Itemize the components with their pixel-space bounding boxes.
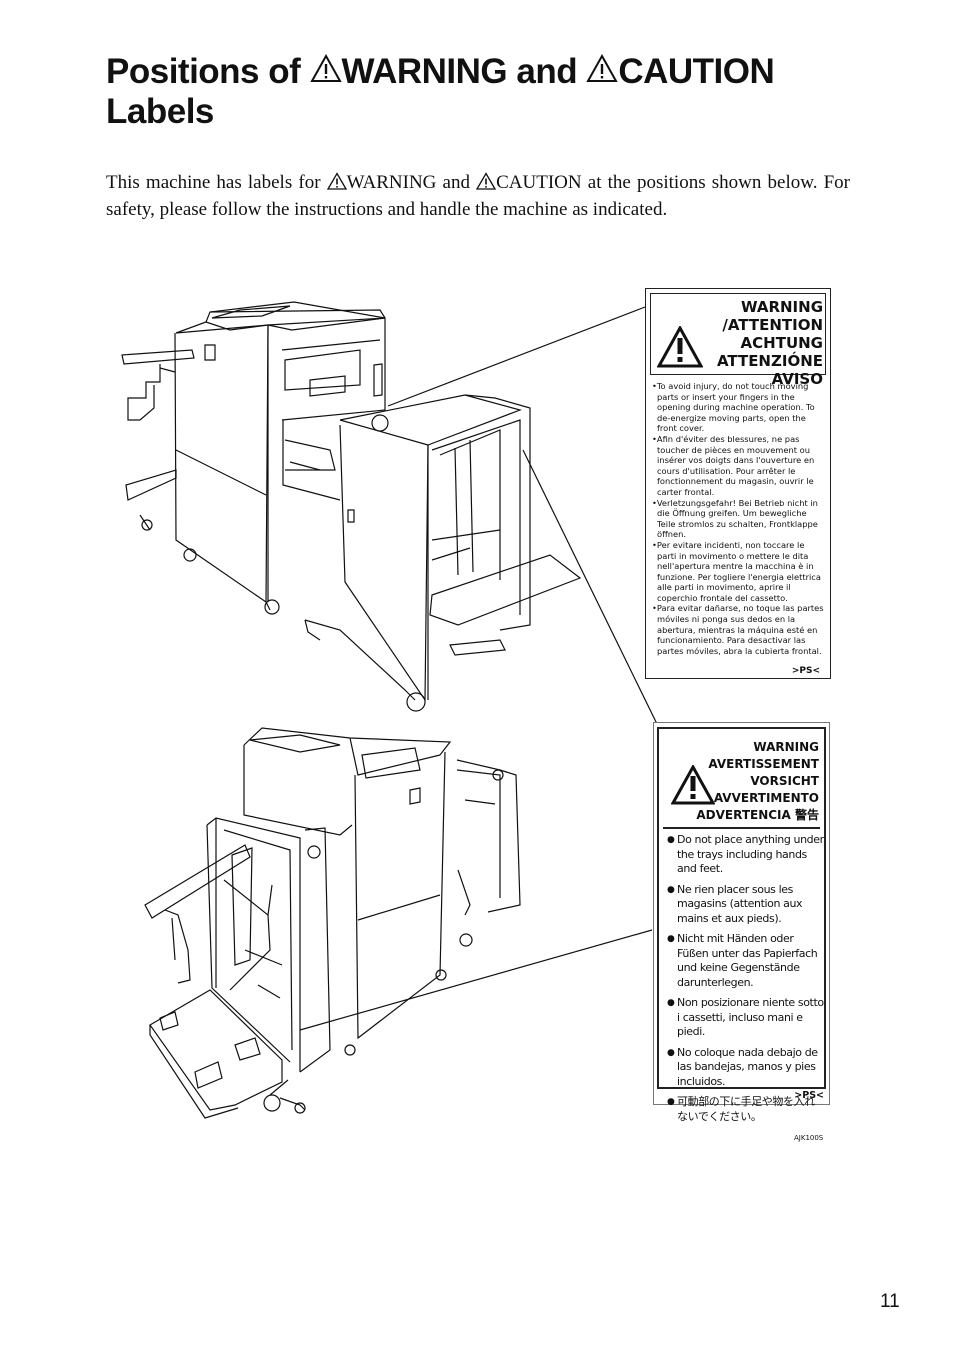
label-code: >PS<	[794, 1090, 824, 1101]
page-number: 11	[880, 1291, 900, 1312]
title-part-2: WARNING and	[341, 52, 587, 91]
warning-label-bottom: WARNING AVERTISSEMENT VORSICHT AVVERTIME…	[653, 722, 830, 1123]
leader-line	[299, 929, 653, 1031]
warning-label-bottom-text: Do not place anything under the trays in…	[667, 833, 825, 1130]
warning-label-top-text: •To avoid injury, do not touch moving pa…	[649, 381, 825, 656]
warning-label-bottom-frame: WARNING AVERTISSEMENT VORSICHT AVVERTIME…	[657, 727, 826, 1123]
page-title: Positions of WARNING and CAUTION Labels	[106, 52, 866, 132]
warning-label-top: WARNING /ATTENTION ACHTUNG ATTENZIÓNE AV…	[645, 288, 831, 679]
intro-text-1: This machine has labels for	[106, 172, 327, 193]
intro-text-2: WARNING and	[346, 172, 477, 193]
warning-triangle-icon	[326, 172, 347, 197]
warning-label-bottom-languages: WARNING AVERTISSEMENT VORSICHT AVVERTIME…	[696, 740, 819, 822]
exclamation-triangle-icon	[670, 763, 716, 809]
machine-bottom	[144, 727, 521, 1119]
caution-triangle-icon	[475, 172, 497, 197]
leader-line	[522, 449, 658, 725]
exclamation-triangle-icon	[656, 324, 704, 372]
caution-triangle-icon	[586, 52, 619, 92]
title-part-1: Positions of	[106, 52, 310, 91]
divider	[663, 827, 820, 829]
figure-code: AJK100S	[794, 1134, 824, 1142]
label-item: Nicht mit Händen oder Füßen unter das Pa…	[667, 932, 825, 990]
warning-label-top-languages: WARNING /ATTENTION ACHTUNG ATTENZIÓNE AV…	[716, 298, 823, 388]
label-item: •Afin d'éviter des blessures, ne pas tou…	[652, 433, 815, 497]
leader-line	[387, 306, 646, 407]
warning-triangle-icon	[309, 52, 342, 92]
label-item: 可動部の下に手足や物を入れないでください。	[667, 1095, 825, 1124]
label-item: •Para evitar dañarse, no toque las parte…	[652, 603, 824, 656]
label-item: •To avoid injury, do not touch moving pa…	[652, 381, 815, 434]
label-item: •Per evitare incidenti, non toccare le p…	[652, 539, 821, 603]
intro-paragraph: This machine has labels for WARNING and …	[106, 170, 850, 222]
label-code: >PS<	[791, 666, 820, 676]
label-item: Ne rien placer sous les magasins (attent…	[667, 883, 825, 927]
label-item: •Verletzungsgefahr! Bei Betrieb nicht in…	[652, 497, 818, 540]
machine-top	[121, 301, 582, 712]
title-line-2: Labels	[106, 92, 214, 131]
label-item: Do not place anything under the trays in…	[667, 833, 825, 877]
warning-label-top-header: WARNING /ATTENTION ACHTUNG ATTENZIÓNE AV…	[650, 293, 826, 388]
label-item: Non posizionare niente sotto i cassetti,…	[667, 996, 825, 1040]
title-part-3: CAUTION	[618, 52, 775, 91]
label-item: No coloque nada debajo de las bandejas, …	[667, 1046, 825, 1090]
intro-text-3: CAUTION at the positions shown below. Fo…	[106, 172, 851, 220]
